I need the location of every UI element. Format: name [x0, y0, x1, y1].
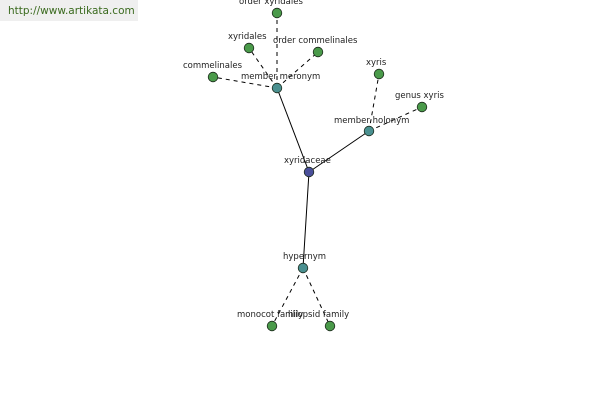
node-monocot-family[interactable]: monocot family: [237, 310, 303, 332]
edge-member-holonym-to-genus-xyris: [368, 106, 423, 132]
edges-layer: [212, 13, 423, 327]
node-dot[interactable]: [271, 82, 283, 94]
edge-hypernym-to-monocot-family: [271, 267, 304, 327]
node-label[interactable]: hypernym: [283, 252, 326, 262]
node-label[interactable]: member meronym: [241, 72, 320, 82]
node-dot[interactable]: [297, 262, 309, 274]
site-url-text: http://www.artikata.com: [8, 5, 135, 17]
node-dot[interactable]: [363, 125, 375, 137]
edge-member-meronym-to-commelinales: [212, 76, 278, 89]
edge-xyridaceae-to-member-holonym: [308, 130, 370, 173]
node-label[interactable]: commelinales: [183, 61, 243, 71]
edge-member-meronym-to-order-commelinales: [276, 51, 319, 89]
site-url-banner[interactable]: http://www.artikata.com: [0, 0, 138, 21]
node-xyridaceae[interactable]: xyridaceae: [284, 156, 331, 178]
node-hypernym[interactable]: hypernym: [283, 252, 326, 274]
node-xyridales[interactable]: xyridales: [228, 32, 267, 54]
node-label[interactable]: order commelinales: [273, 36, 358, 46]
edge-xyridaceae-to-hypernym: [302, 171, 310, 269]
node-label[interactable]: member holonym: [334, 116, 409, 126]
node-label[interactable]: xyris: [366, 58, 387, 68]
node-dot[interactable]: [266, 320, 278, 332]
edge-member-holonym-to-xyris: [368, 73, 380, 132]
node-label[interactable]: xyridales: [228, 32, 267, 42]
node-genus-xyris[interactable]: genus xyris: [395, 91, 444, 113]
node-dot[interactable]: [303, 166, 315, 178]
node-xyris[interactable]: xyris: [366, 58, 387, 80]
node-commelinales[interactable]: commelinales: [183, 61, 243, 83]
node-dot[interactable]: [271, 7, 283, 19]
node-label[interactable]: monocot family: [237, 310, 303, 320]
nodes-layer: xyridaceae member meronym member holonym hy…: [183, 0, 444, 332]
node-dot[interactable]: [416, 101, 428, 113]
node-dot[interactable]: [207, 71, 219, 83]
edge-member-meronym-to-xyridales: [248, 47, 278, 89]
node-label[interactable]: xyridaceae: [284, 156, 331, 166]
node-label[interactable]: genus xyris: [395, 91, 444, 101]
node-order-xyridales[interactable]: order xyridales: [239, 0, 303, 19]
node-dot[interactable]: [312, 46, 324, 58]
edge-hypernym-to-liliopsid-family: [302, 267, 331, 327]
edge-xyridaceae-to-member-meronym: [276, 87, 310, 173]
node-liliopsid-family[interactable]: liliopsid family: [288, 310, 349, 332]
node-dot[interactable]: [373, 68, 385, 80]
node-member-meronym[interactable]: member meronym: [241, 72, 320, 94]
node-label[interactable]: order xyridales: [239, 0, 303, 7]
node-dot[interactable]: [324, 320, 336, 332]
node-member-holonym[interactable]: member holonym: [334, 116, 409, 137]
node-order-commelinales[interactable]: order commelinales: [273, 36, 358, 58]
node-dot[interactable]: [243, 42, 255, 54]
node-label[interactable]: liliopsid family: [288, 310, 349, 320]
